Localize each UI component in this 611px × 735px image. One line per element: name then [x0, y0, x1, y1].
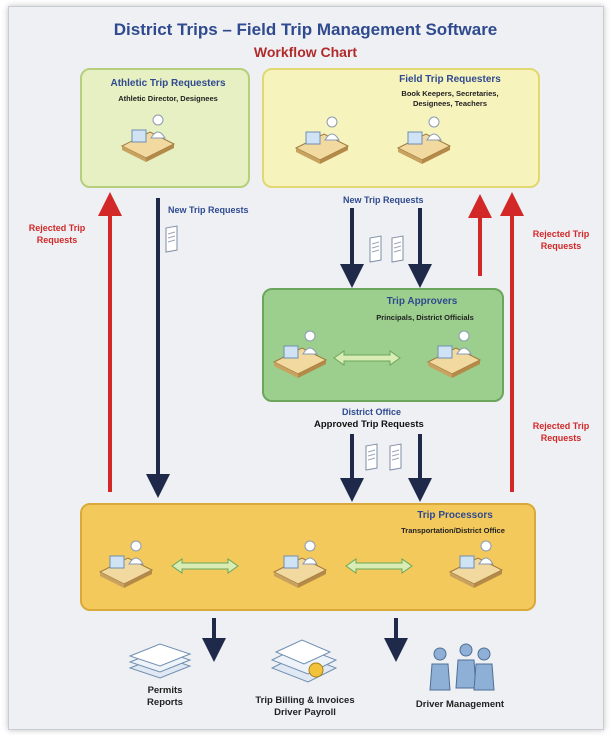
- rejected-left-line1: Rejected Trip: [28, 223, 86, 233]
- rejected-right-top-line2: Requests: [540, 241, 582, 251]
- document-icon-left: [165, 225, 178, 253]
- permits-reports-label: Permits Reports: [125, 685, 205, 709]
- document-icon-c: [365, 443, 378, 471]
- trip-processors-title: Trip Processors: [417, 510, 493, 521]
- reports-label: Reports: [147, 697, 183, 708]
- processors-double-arrow-right-icon: [345, 558, 413, 574]
- field-requesters-subtitle-2: Designees, Teachers: [412, 99, 488, 108]
- payroll-label: Driver Payroll: [274, 707, 336, 718]
- processor-icon-2: [273, 540, 327, 589]
- report-stack-icon: [128, 643, 192, 679]
- trip-approvers-box: [262, 288, 504, 402]
- driver-management-label: Driver Management: [390, 699, 530, 711]
- athletic-requester-icon: [121, 114, 175, 163]
- drivers-icon: [429, 643, 495, 691]
- billing-label: Trip Billing & Invoices: [255, 695, 355, 706]
- athletic-requesters-subtitle: Athletic Director, Designees: [118, 94, 218, 103]
- approved-trip-requests-label: Approved Trip Requests: [314, 419, 424, 430]
- district-office-label: District Office: [342, 407, 402, 417]
- driver-management-text: Driver Management: [415, 699, 505, 710]
- rejected-requests-label-left: Rejected Trip Requests: [18, 222, 96, 246]
- field-requesters-subtitle-1: Book Keepers, Secretaries,: [401, 89, 499, 98]
- approver-icon-2: [427, 330, 481, 379]
- athletic-requesters-box: [80, 68, 250, 188]
- trip-approvers-title: Trip Approvers: [386, 296, 458, 307]
- new-trip-requests-label-right: New Trip Requests: [343, 195, 424, 205]
- processor-icon-1: [99, 540, 153, 589]
- approvers-double-arrow-icon: [333, 350, 401, 366]
- rejected-left-line2: Requests: [36, 235, 78, 245]
- trip-processors-subtitle: Transportation/District Office: [401, 526, 505, 535]
- permits-label: Permits: [147, 685, 183, 696]
- billing-icon: [270, 639, 338, 683]
- rejected-requests-label-right-top: Rejected Trip Requests: [516, 228, 606, 252]
- rejected-right-bottom-line2: Requests: [540, 433, 582, 443]
- field-requesters-box: [262, 68, 540, 188]
- billing-payroll-label: Trip Billing & Invoices Driver Payroll: [230, 695, 380, 719]
- trip-approvers-subtitle: Principals, District Officials: [376, 313, 474, 322]
- document-icon-a: [369, 235, 382, 263]
- document-icon-b: [391, 235, 404, 263]
- field-requesters-title: Field Trip Requesters: [399, 74, 501, 85]
- processors-double-arrow-left-icon: [171, 558, 239, 574]
- approver-icon-1: [273, 330, 327, 379]
- new-trip-requests-label-left: New Trip Requests: [168, 205, 249, 215]
- rejected-requests-label-right-bottom: Rejected Trip Requests: [516, 420, 606, 444]
- processor-icon-3: [449, 540, 503, 589]
- diagram-subtitle: Workflow Chart: [253, 44, 358, 60]
- athletic-requesters-title: Athletic Trip Requesters: [110, 78, 226, 89]
- document-icon-d: [389, 443, 402, 471]
- rejected-right-bottom-line1: Rejected Trip: [532, 421, 590, 431]
- field-requester-icon-1: [295, 116, 349, 165]
- field-requester-icon-2: [397, 116, 451, 165]
- diagram-title: District Trips – Field Trip Management S…: [113, 20, 498, 39]
- rejected-right-top-line1: Rejected Trip: [532, 229, 590, 239]
